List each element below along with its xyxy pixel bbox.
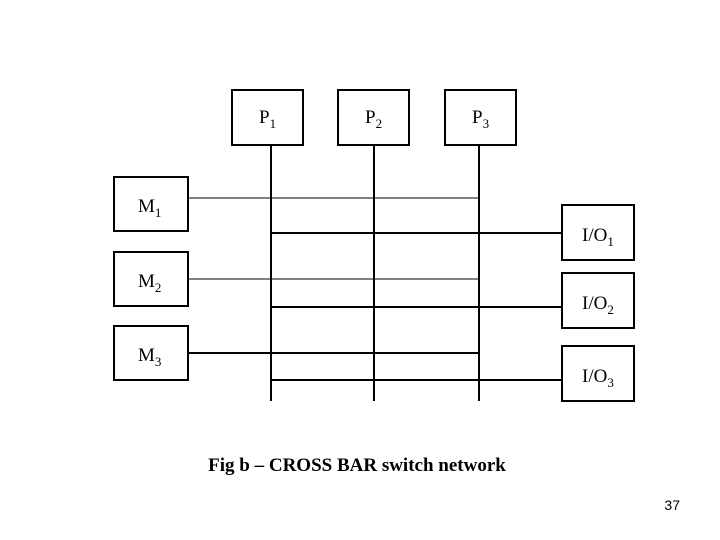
memory-box-2: M2 [113,251,189,307]
memory-box-2-frame [113,251,189,307]
io-box-2-frame [561,272,635,329]
processor-box-2-label: P2 [365,107,382,131]
memory-box-1-frame [113,176,189,232]
processor-box-3: P3 [444,89,517,146]
processor-box-1-frame [231,89,304,146]
memory-box-3-label: M3 [138,345,161,369]
io-box-2-label: I/O2 [582,293,614,317]
memory-box-1: M1 [113,176,189,232]
io-box-1: I/O1 [561,204,635,261]
processor-box-1: P1 [231,89,304,146]
processor-box-1-label: P1 [259,107,276,131]
io-box-1-label: I/O1 [582,225,614,249]
bus-lines [188,145,562,401]
io-box-3-frame [561,345,635,402]
processor-box-3-frame [444,89,517,146]
memory-box-3-frame [113,325,189,381]
io-box-3-label: I/O3 [582,366,614,390]
memory-box-1-label: M1 [138,196,161,220]
page-number: 37 [664,497,680,513]
memory-box-3: M3 [113,325,189,381]
processor-box-2: P2 [337,89,410,146]
figure-caption: Fig b – CROSS BAR switch network [0,455,720,477]
processor-box-2-frame [337,89,410,146]
io-box-3: I/O3 [561,345,635,402]
figure-caption-text: Fig b – CROSS BAR switch network [208,455,506,476]
io-box-2: I/O2 [561,272,635,329]
memory-box-2-label: M2 [138,271,161,295]
io-box-1-frame [561,204,635,261]
processor-box-3-label: P3 [472,107,489,131]
